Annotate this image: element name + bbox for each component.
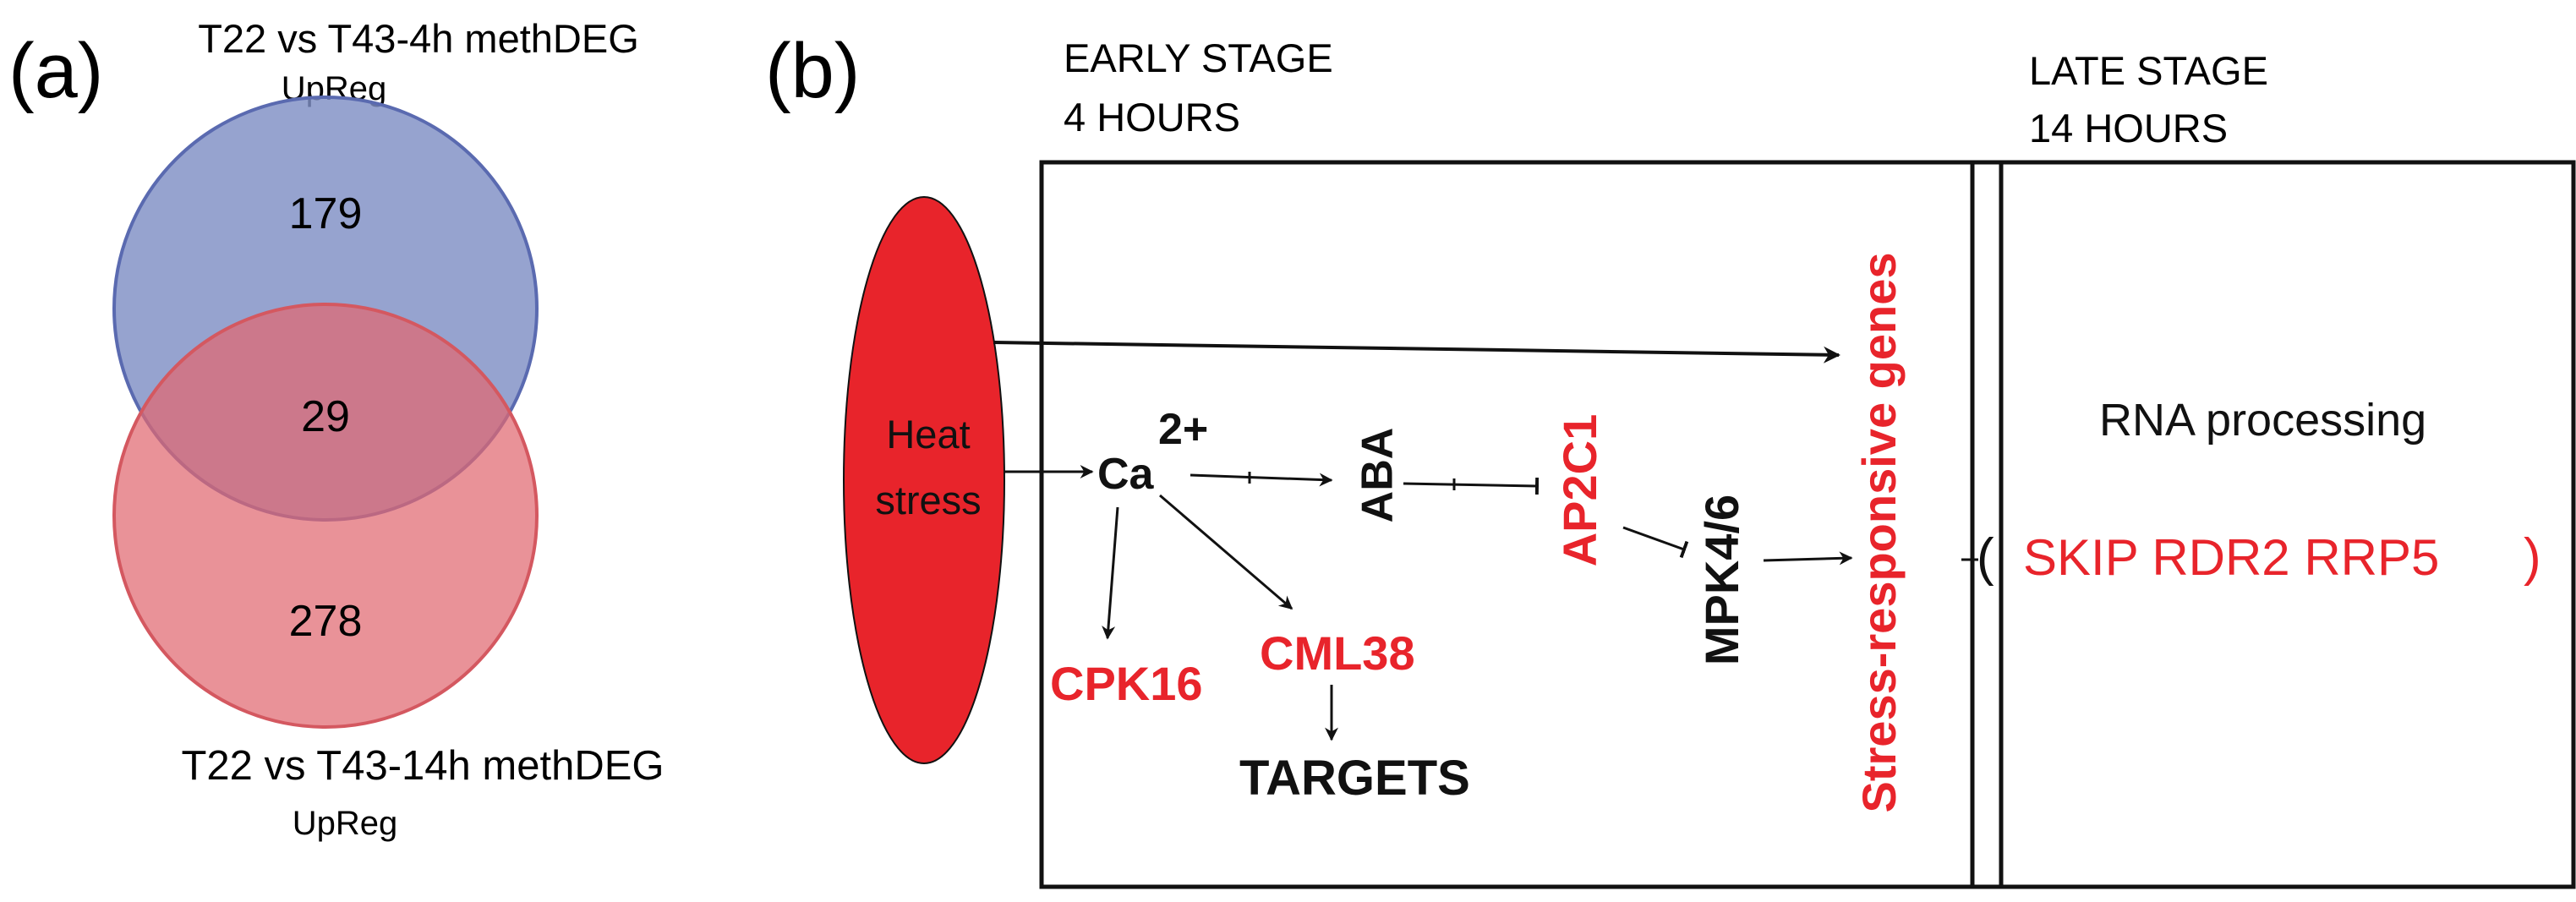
- panel-a-label: (a): [8, 28, 103, 114]
- genes-close-paren: ): [2524, 528, 2541, 587]
- arrow-ca-to-cpk16: [1102, 506, 1119, 640]
- ca-superscript: 2+: [1158, 405, 1208, 454]
- aba-label: ABA: [1354, 428, 1403, 523]
- count-overlap: 29: [301, 392, 350, 441]
- inhibit-ap2c1-to-mpk: [1622, 526, 1689, 559]
- early-stage-title: EARLY STAGE: [1064, 36, 1333, 80]
- arrow-ca-to-cml38: [1159, 494, 1293, 610]
- heat-stress-ellipse: [843, 196, 1005, 764]
- panel-b-label: (b): [765, 28, 860, 114]
- count-top-only: 179: [289, 189, 363, 238]
- late-genes-label: SKIP RDR2 RRP5: [2023, 529, 2439, 586]
- heat-label: Heat: [886, 412, 970, 456]
- arrow-ca-to-aba: [1190, 473, 1333, 487]
- early-stage-hours: 4 HOURS: [1064, 95, 1240, 139]
- bottom-set-title: T22 vs T43-14h methDEG: [181, 743, 664, 789]
- panel-b: (b) EARLY STAGE 4 HOURS LATE STAGE 14 HO…: [765, 28, 2576, 889]
- late-stage-title: LATE STAGE: [2029, 48, 2268, 93]
- top-set-title: T22 vs T43-4h methDEG: [198, 16, 639, 61]
- targets-label: TARGETS: [1239, 751, 1470, 806]
- rna-processing-label: RNA processing: [2099, 395, 2426, 446]
- late-stage-box: [1970, 160, 2576, 889]
- arrow-mpk-to-genes: [1763, 551, 1853, 566]
- bottom-set-subtitle: UpReg: [293, 805, 398, 842]
- ap2c1-label: AP2C1: [1553, 414, 1606, 567]
- genes-open-paren: (: [1977, 528, 1994, 587]
- stress-label: stress: [875, 478, 981, 522]
- cml38-label: CML38: [1260, 626, 1415, 680]
- early-stage-box: [1039, 160, 2004, 889]
- count-bottom-only: 278: [289, 597, 363, 646]
- late-stage-hours: 14 HOURS: [2029, 106, 2228, 150]
- panel-a: (a) T22 vs T43-4h methDEG UpReg 179 29 2…: [8, 16, 665, 842]
- stress-genes-label: Stress-responsive genes: [1852, 253, 1906, 813]
- cpk16-label: CPK16: [1050, 657, 1203, 710]
- inhibit-aba-to-ap2c1: [1403, 477, 1540, 495]
- venn-circle-bottom: [112, 303, 539, 729]
- arrow-heat-to-genes: [993, 341, 1840, 364]
- ca-label: Ca: [1097, 450, 1155, 499]
- mpk-label: MPK4/6: [1695, 495, 1748, 665]
